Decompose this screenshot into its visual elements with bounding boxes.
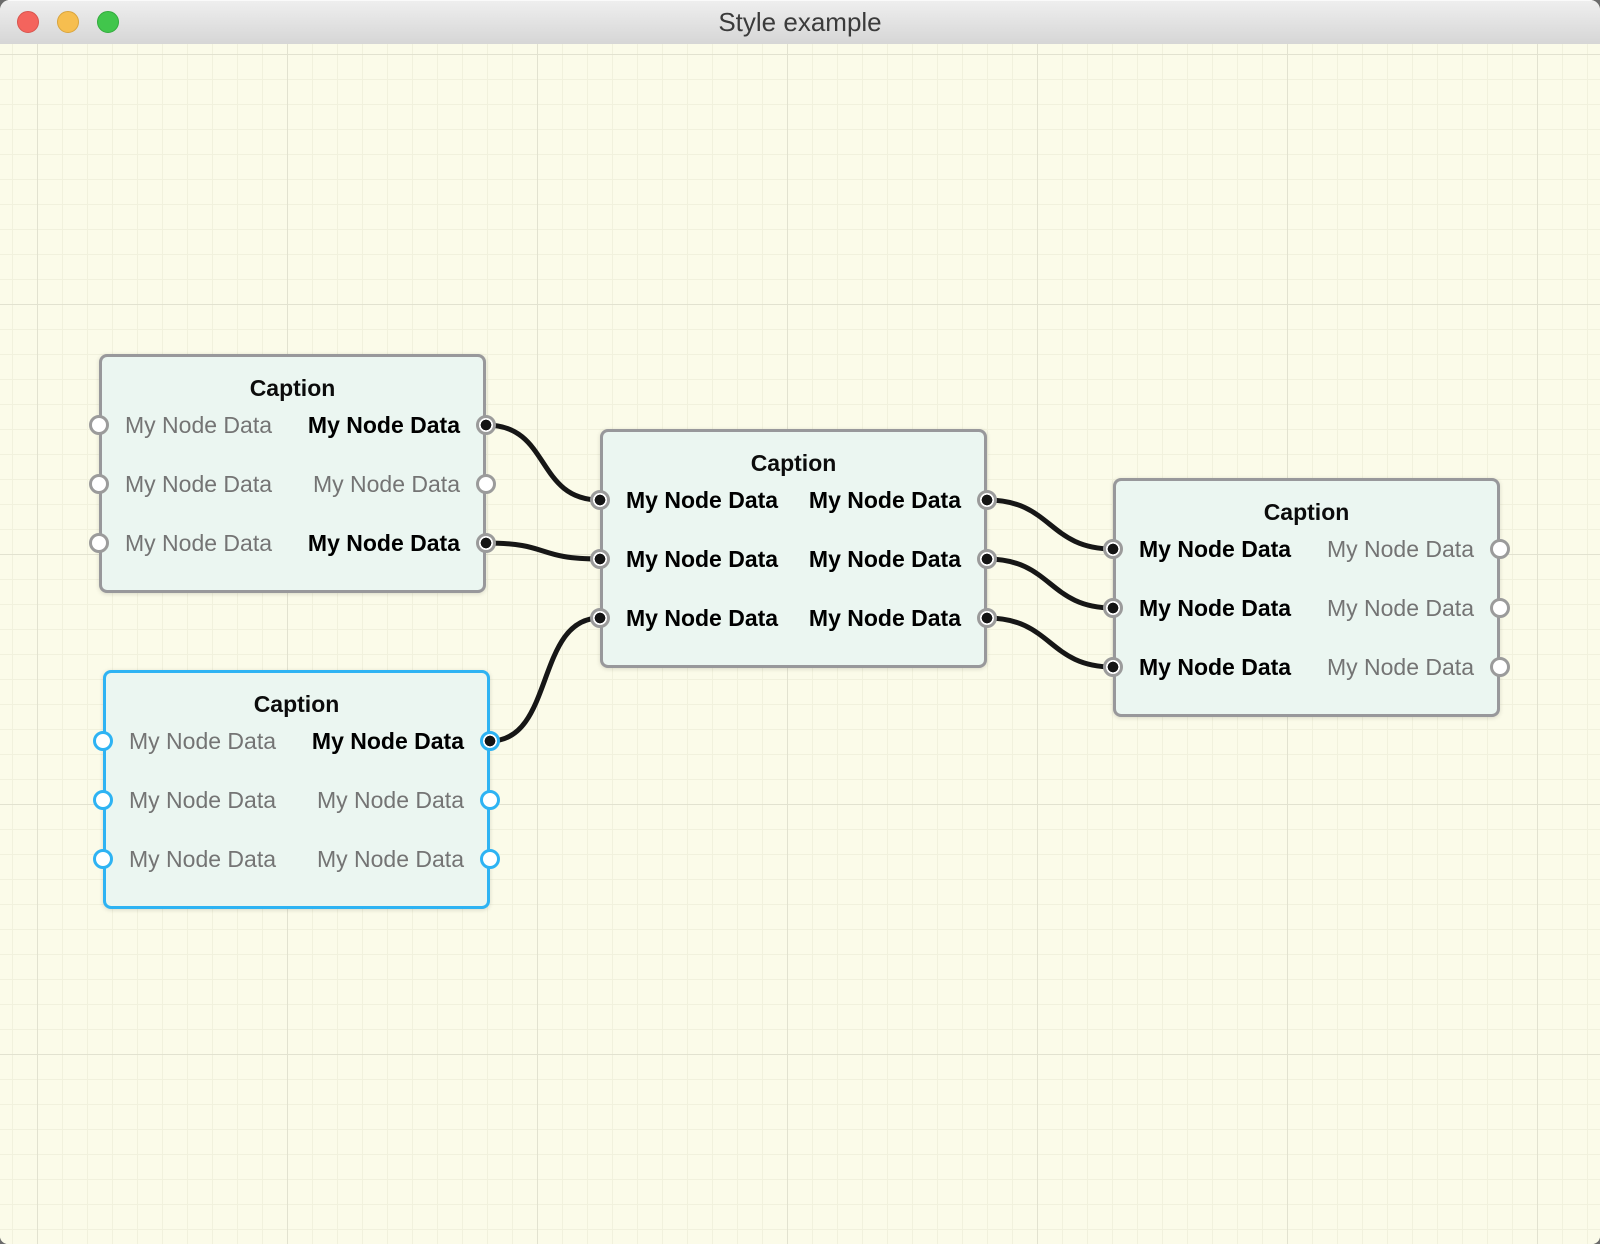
output-label: My Node Data <box>316 787 464 813</box>
node-row: My Node Data My Node Data <box>102 528 483 558</box>
node-caption: Caption <box>253 691 340 717</box>
output-label: My Node Data <box>808 487 961 513</box>
input-label: My Node Data <box>129 728 277 754</box>
output-port[interactable] <box>480 849 500 869</box>
output-label: My Node Data <box>808 546 961 572</box>
input-port[interactable] <box>89 533 109 553</box>
node-row: My Node Data My Node Data <box>102 410 483 440</box>
input-port[interactable] <box>590 549 610 569</box>
output-label: My Node Data <box>808 605 961 631</box>
output-port[interactable] <box>476 533 496 553</box>
connection-wire[interactable] <box>483 540 603 562</box>
output-label: My Node Data <box>307 412 460 438</box>
close-icon[interactable] <box>17 11 39 33</box>
output-port[interactable] <box>977 608 997 628</box>
input-label: My Node Data <box>1139 536 1292 562</box>
node-row: My Node Data My Node Data <box>603 485 984 515</box>
node-row: My Node Data My Node Data <box>1116 593 1497 623</box>
input-port[interactable] <box>1103 539 1123 559</box>
input-label: My Node Data <box>626 546 779 572</box>
connection-wires <box>483 422 1116 744</box>
input-label: My Node Data <box>1139 595 1292 621</box>
node-row: My Node Data My Node Data <box>106 726 487 756</box>
node-caption: Caption <box>249 375 336 401</box>
node-row: My Node Data My Node Data <box>1116 652 1497 682</box>
node-row: My Node Data My Node Data <box>102 469 483 499</box>
input-label: My Node Data <box>125 412 273 438</box>
output-label: My Node Data <box>311 728 464 754</box>
input-label: My Node Data <box>125 530 273 556</box>
node-row: My Node Data My Node Data <box>603 544 984 574</box>
minimize-icon[interactable] <box>57 11 79 33</box>
output-port[interactable] <box>1490 539 1510 559</box>
connection-wire[interactable] <box>483 422 603 503</box>
input-label: My Node Data <box>626 487 779 513</box>
connection-wire[interactable] <box>487 615 603 744</box>
output-port[interactable] <box>1490 598 1510 618</box>
output-label: My Node Data <box>312 471 460 497</box>
output-port[interactable] <box>977 490 997 510</box>
input-port[interactable] <box>93 849 113 869</box>
node-caption: Caption <box>750 450 837 476</box>
input-label: My Node Data <box>129 846 277 872</box>
zoom-icon[interactable] <box>97 11 119 33</box>
input-label: My Node Data <box>626 605 779 631</box>
input-port[interactable] <box>89 474 109 494</box>
window-title: Style example <box>718 7 882 37</box>
connection-wire[interactable] <box>984 615 1116 670</box>
input-port[interactable] <box>93 790 113 810</box>
output-label: My Node Data <box>1326 595 1474 621</box>
output-port[interactable] <box>977 549 997 569</box>
input-label: My Node Data <box>129 787 277 813</box>
input-port[interactable] <box>93 731 113 751</box>
output-port[interactable] <box>480 790 500 810</box>
node-row: My Node Data My Node Data <box>106 785 487 815</box>
input-port[interactable] <box>89 415 109 435</box>
output-label: My Node Data <box>307 530 460 556</box>
connection-wire[interactable] <box>984 497 1116 552</box>
input-port[interactable] <box>1103 598 1123 618</box>
connection-wire[interactable] <box>984 556 1116 611</box>
output-port[interactable] <box>476 415 496 435</box>
input-port[interactable] <box>1103 657 1123 677</box>
output-port[interactable] <box>1490 657 1510 677</box>
node-row: My Node Data My Node Data <box>603 603 984 633</box>
output-label: My Node Data <box>1326 654 1474 680</box>
node-caption: Caption <box>1263 499 1350 525</box>
input-port[interactable] <box>590 490 610 510</box>
node-row: My Node Data My Node Data <box>1116 534 1497 564</box>
title-bar[interactable]: Style example <box>0 0 1600 45</box>
input-label: My Node Data <box>125 471 273 497</box>
output-port[interactable] <box>476 474 496 494</box>
output-label: My Node Data <box>1326 536 1474 562</box>
output-port[interactable] <box>480 731 500 751</box>
output-label: My Node Data <box>316 846 464 872</box>
input-port[interactable] <box>590 608 610 628</box>
input-label: My Node Data <box>1139 654 1292 680</box>
node-row: My Node Data My Node Data <box>106 844 487 874</box>
